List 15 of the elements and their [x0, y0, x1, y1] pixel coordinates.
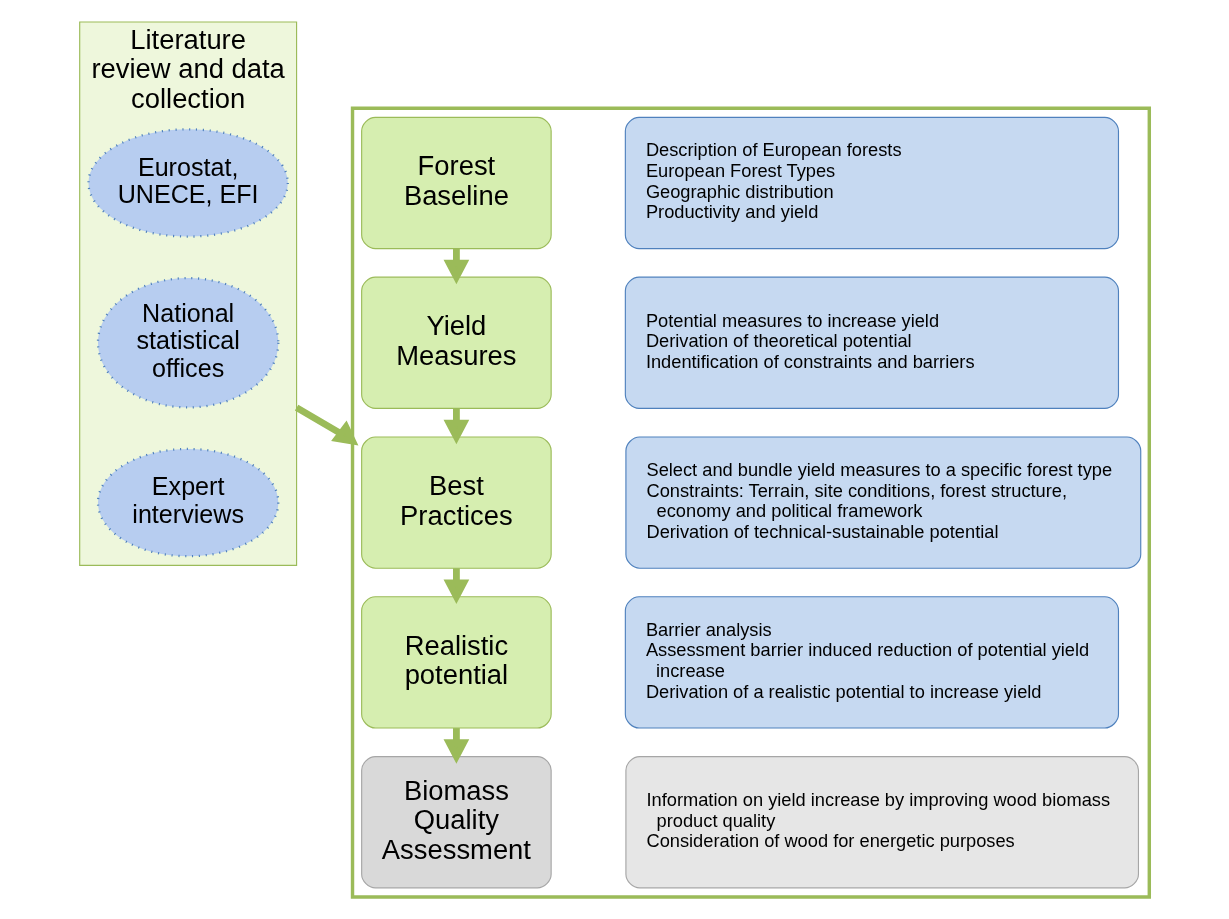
node-box: Information on yield increase by improving wood biomass product quality Consideration of wood for energetic purposes — [625, 756, 1140, 889]
node-box: Best Practices — [361, 436, 552, 569]
arrow — [294, 404, 359, 446]
cluster — [350, 106, 1151, 899]
node-box: Realistic potential — [361, 596, 552, 729]
node-box: Potential measures to increase yield Derivation of theoretical potential Indentification of constraints and barriers — [624, 276, 1120, 409]
node-box: Description of European forests European Forest Types Geographic distribution Productivity and yield — [624, 116, 1120, 250]
node-ellipse: Expert interviews — [96, 447, 280, 558]
node-box: Yield Measures — [361, 276, 552, 409]
node-box: Barrier analysis Assessment barrier induced reduction of potential yield increase Derivation of a realistic potential to increase yield — [624, 596, 1120, 729]
node-box: Biomass Quality Assessment — [361, 756, 552, 889]
node-ellipse: National statistical offices — [96, 277, 280, 409]
node-box: Select and bundle yield measures to a specific forest type Constraints: Terrain, site conditions, forest structure, economy and political framework Derivation of technical-sustainable potential — [625, 436, 1142, 569]
node-ellipse: Eurostat, UNECE, EFI — [87, 128, 289, 238]
node-box: Forest Baseline — [361, 116, 552, 250]
